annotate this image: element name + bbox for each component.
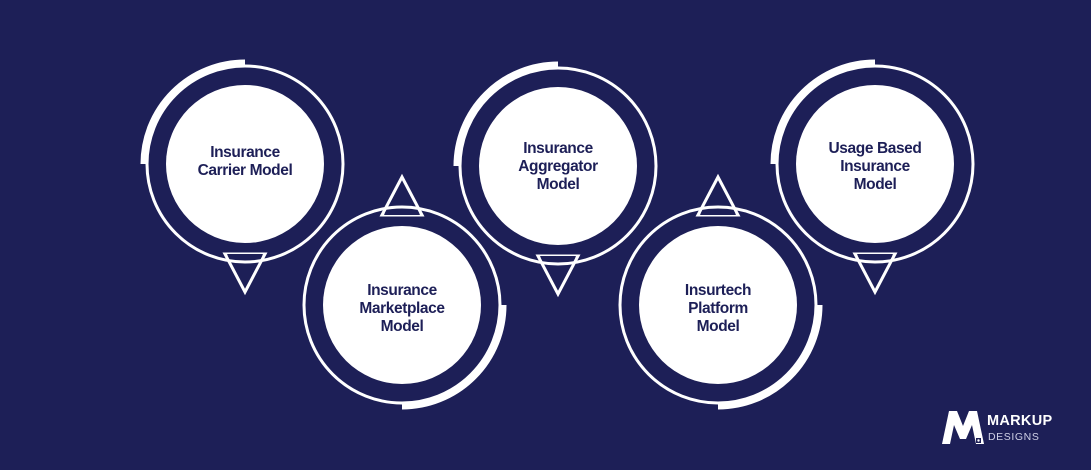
node-label-line: Model [536, 176, 580, 193]
node-label-line: Model [380, 318, 424, 335]
node-label-line: Aggregator [518, 158, 598, 175]
accent-arc [717, 304, 823, 410]
node-circle [479, 87, 637, 245]
accent-arc [140, 59, 246, 165]
node-label-insurance-carrier-model: Insurance Carrier Model [170, 144, 320, 180]
node-label-line: Insurance [210, 144, 280, 161]
node-label-line: Model [853, 176, 897, 193]
markup-designs-logo: MARKUP DESIGNS [940, 408, 1070, 448]
node-label-line: Insurtech [684, 282, 752, 299]
node-label-line: Carrier Model [197, 162, 293, 179]
node-label-insurance-aggregator-model: Insurance Aggregator Model [483, 140, 633, 194]
node-circle [323, 226, 481, 384]
node-label-insurtech-platform-model: Insurtech Platform Model [643, 282, 793, 336]
node-label-line: Marketplace [359, 300, 445, 317]
logo-subtitle: DESIGNS [988, 431, 1040, 443]
accent-arc [770, 59, 876, 165]
node-label-usage-based-insurance-model: Usage Based Insurance Model [800, 140, 950, 194]
node-label-insurance-marketplace-model: Insurance Marketplace Model [327, 282, 477, 336]
node-label-line: Usage Based [828, 140, 922, 157]
logo-wordmark: MARKUP [987, 413, 1053, 429]
node-label-line: Platform [688, 300, 748, 317]
node-label-line: Insurance [840, 158, 910, 175]
markup-m-logo-icon [942, 411, 984, 444]
node-circle [639, 226, 797, 384]
node-circle [166, 85, 324, 243]
node-circle [796, 85, 954, 243]
accent-arc [453, 61, 559, 167]
node-label-line: Insurance [367, 282, 437, 299]
accent-arc [401, 304, 507, 410]
node-label-line: Model [696, 318, 740, 335]
node-label-line: Insurance [523, 140, 593, 157]
